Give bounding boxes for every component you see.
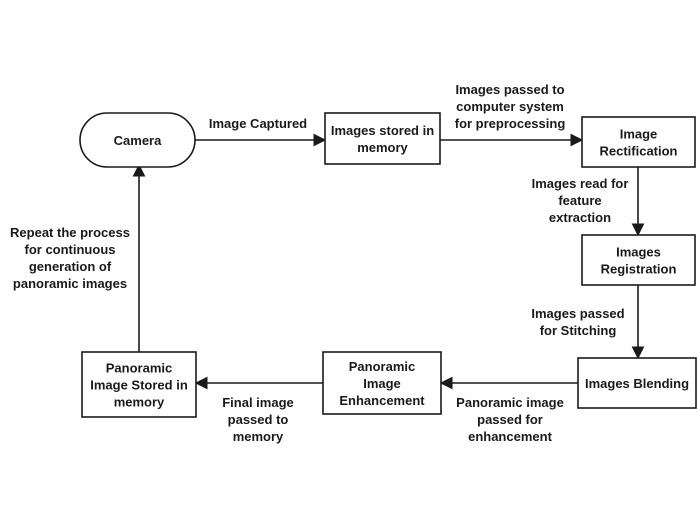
edge-label-line: Images read for	[532, 176, 629, 191]
node-label-line: Image	[620, 127, 658, 142]
edge-label-line: panoramic images	[13, 276, 127, 291]
edge-label-line: for continuous	[25, 242, 116, 257]
node-shape	[581, 234, 696, 286]
node-shape	[324, 112, 441, 165]
node-label-line: Registration	[601, 262, 677, 277]
edge-label: Images passed to computer system for prepr…	[455, 82, 566, 131]
node-shape	[79, 112, 196, 168]
edge-label-line: for preprocessing	[455, 116, 566, 131]
edge-label-line: extraction	[549, 210, 611, 225]
edge-label: Image Captured	[209, 116, 307, 131]
edge-label: Panoramic image passed for enhancement	[456, 395, 564, 444]
node-label-line: Images	[616, 245, 661, 260]
edge-label-line: memory	[233, 429, 284, 444]
edge-label-line: Repeat the process	[10, 225, 130, 240]
edge-label-line: Panoramic image	[456, 395, 564, 410]
node-camera: Camera	[79, 112, 196, 168]
node-shape	[322, 351, 442, 415]
edge-label-line: enhancement	[468, 429, 552, 444]
node-label-line: Images Blending	[585, 376, 689, 391]
node-label-line: Image	[363, 376, 401, 391]
edge-label-line: Images passed	[531, 306, 624, 321]
edges-layer	[132, 133, 645, 390]
node-label-line: Camera	[114, 133, 162, 148]
node-label-line: Image Stored in	[90, 378, 188, 393]
node-shape	[81, 351, 197, 418]
edge-label-line: passed to	[228, 412, 289, 427]
edge-label-line: Final image	[222, 395, 294, 410]
edge-label: Final image passed to memory	[222, 395, 294, 444]
node-label-line: Enhancement	[339, 393, 425, 408]
node-label-line: Rectification	[599, 144, 677, 159]
edge-label: Images read for feature extraction	[532, 176, 629, 225]
node-shape	[581, 116, 696, 168]
edge-label-line: Image Captured	[209, 116, 307, 131]
node-label-line: memory	[114, 395, 165, 410]
edge-label-line: computer system	[456, 99, 564, 114]
edge-label: Repeat the process for continuous generati…	[10, 225, 130, 291]
edge-label-line: feature	[558, 193, 601, 208]
edge-label-line: passed for	[477, 412, 543, 427]
node-label-line: Panoramic	[106, 361, 172, 376]
edge-label-line: Images passed to	[455, 82, 564, 97]
node-blending: Images Blending	[577, 357, 697, 409]
edge-label-line: for Stitching	[540, 323, 617, 338]
node-shape	[577, 357, 697, 409]
edge-label: Images passed for Stitching	[531, 306, 624, 338]
node-label-line: Images stored in	[331, 123, 434, 138]
node-label-line: Panoramic	[349, 359, 415, 374]
edge-label-line: generation of	[29, 259, 112, 274]
node-label-line: memory	[357, 140, 408, 155]
node-stored: Images stored in memory	[324, 112, 441, 165]
edge-labels-layer: Image Captured Images passed to computer s…	[10, 82, 628, 444]
